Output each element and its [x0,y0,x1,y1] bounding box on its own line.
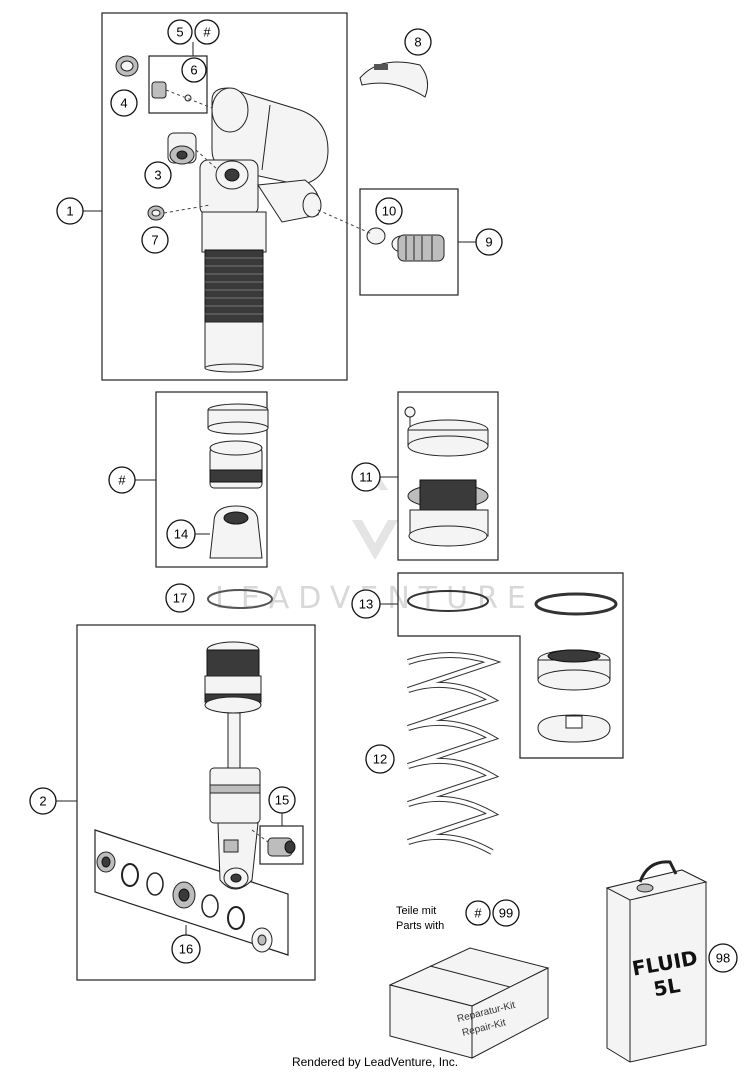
svg-text:8: 8 [414,35,421,50]
watermark-logo-icon [352,470,398,560]
svg-text:#: # [474,906,482,921]
callout-13: 13 [351,589,381,619]
group-13-box [397,572,624,759]
ring-part-17 [207,589,273,609]
svg-text:#: # [203,25,211,40]
cap-part-4 [115,55,139,77]
svg-text:11: 11 [359,470,373,485]
callout-5-hash: # [194,19,220,45]
adjuster-part-10 [366,227,445,262]
valve-part-6 [151,81,192,102]
group-11-box [397,391,499,561]
render-credit: Rendered by LeadVenture, Inc. [292,1055,458,1069]
svg-text:9: 9 [485,235,492,250]
callout-98: 98 [708,943,738,973]
group-1-box [101,12,348,381]
svg-text:5: 5 [176,25,183,40]
callout-14: 14 [166,519,196,549]
spring-part-12 [407,652,502,855]
callout-12: 12 [365,744,395,774]
callout-9: 9 [475,228,503,256]
valve-part-15 [267,837,296,857]
svg-text:98: 98 [716,951,730,966]
svg-text:3: 3 [154,168,161,183]
fluid-label-line2: 5L [652,973,683,1001]
parts-with-note-en: Parts with [396,920,444,932]
sticker-part-8 [359,61,429,98]
svg-text:14: 14 [174,527,188,542]
fluid-can-part-98: FLUID 5L [605,860,708,1063]
nut-part-7 [147,205,165,221]
seal-parts-14 [207,403,269,559]
callout-16: 16 [171,934,201,964]
callout-8: 8 [404,28,432,56]
svg-text:6: 6 [190,63,197,78]
svg-text:12: 12 [373,752,387,767]
svg-text:7: 7 [151,233,158,248]
group-2-box [76,624,316,981]
svg-text:#: # [118,473,126,488]
spring-seat-parts-13 [407,590,618,743]
callout-2: 2 [29,787,57,815]
svg-text:4: 4 [120,96,127,111]
callout-99-hash: # [465,900,491,926]
callout-7: 7 [141,226,169,254]
preload-ring-part-11 [404,406,489,547]
svg-text:99: 99 [499,906,513,921]
callout-5: 5 [167,19,193,45]
group-6-box [148,55,208,114]
callout-11: 11 [351,462,381,492]
bushing-parts-16 [96,851,273,953]
repair-kit-box-part-99: Reparatur-Kit Repair-Kit [388,947,550,1059]
svg-text:13: 13 [359,597,373,612]
callout-17: 17 [165,583,195,613]
callout-3: 3 [144,161,172,189]
callout-14-hash: # [108,466,136,494]
svg-text:17: 17 [173,591,187,606]
svg-text:2: 2 [39,794,46,809]
svg-text:15: 15 [275,793,289,808]
callout-1: 1 [56,197,84,225]
leader-lines [56,42,477,936]
callout-6: 6 [181,57,207,83]
shock-body-part [199,87,329,373]
callout-99: 99 [492,899,520,927]
parts-with-note-de: Teile mit [396,905,436,917]
callout-15: 15 [268,786,296,814]
bushing-part-3 [167,132,197,165]
svg-text:16: 16 [179,942,193,957]
callout-4: 4 [110,89,138,117]
damper-rod-part-2 [204,641,262,890]
callout-10: 10 [375,197,403,225]
svg-text:1: 1 [66,204,73,219]
svg-text:10: 10 [382,204,396,219]
